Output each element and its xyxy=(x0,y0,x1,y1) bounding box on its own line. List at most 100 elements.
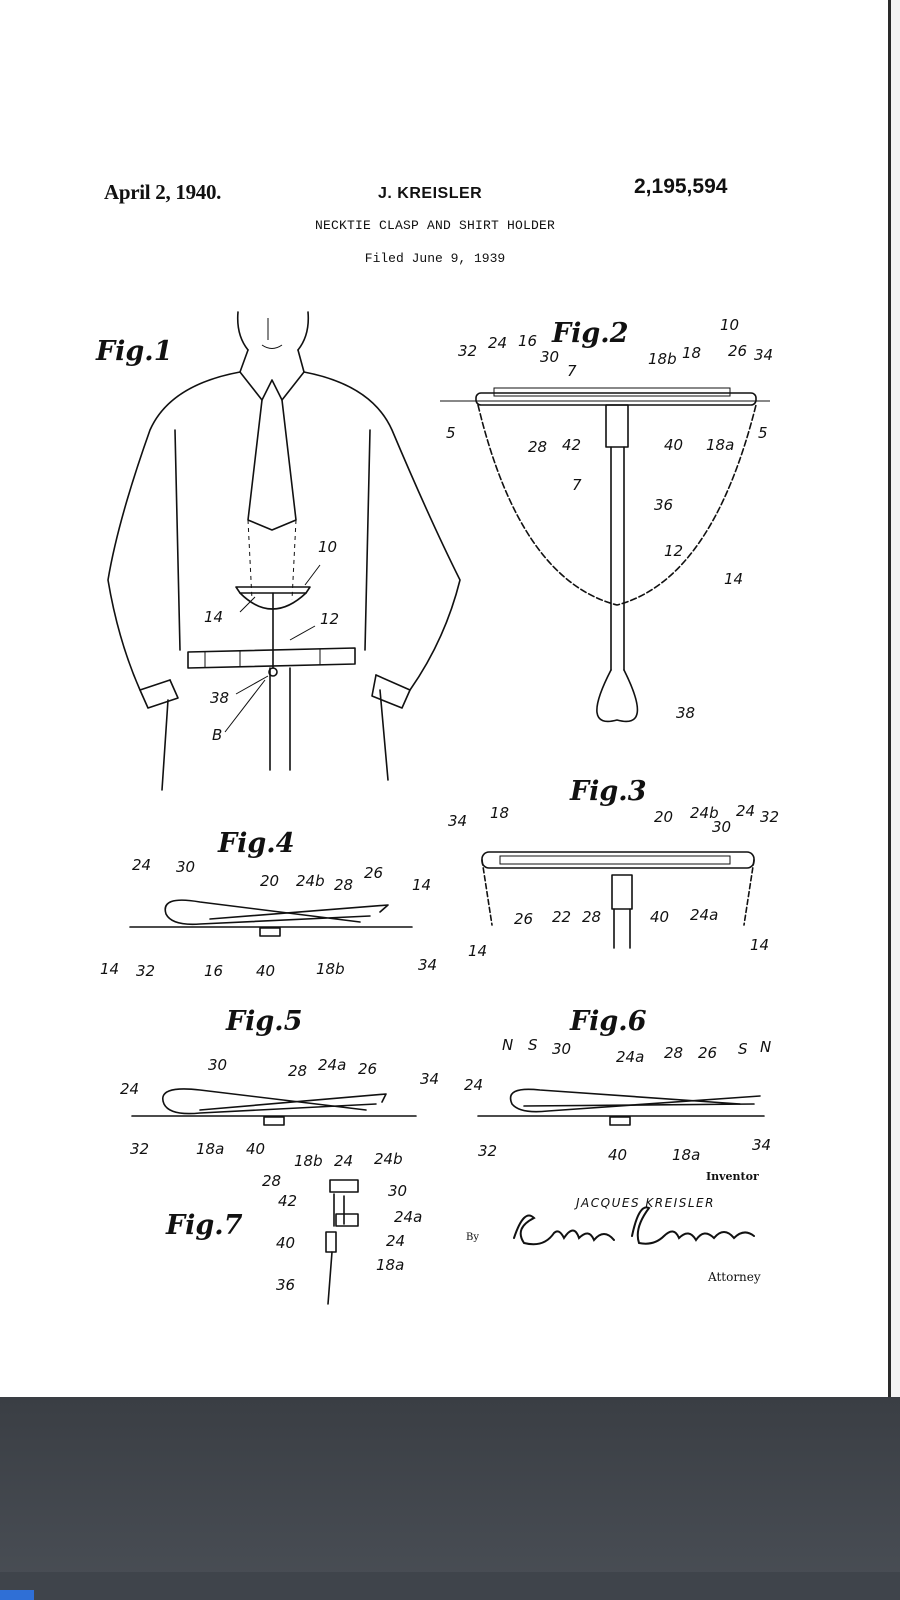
clasp-spring xyxy=(493,387,731,397)
fig6-ref: S xyxy=(528,1036,538,1054)
fig1-ref: 12 xyxy=(320,610,339,628)
fig5-ref: 32 xyxy=(130,1140,149,1158)
fig6-ref: 24a xyxy=(616,1048,644,1066)
patent-title: NECKTIE CLASP AND SHIRT HOLDER xyxy=(314,218,556,233)
clasp-loop xyxy=(268,667,278,677)
fig7-ref: 40 xyxy=(276,1234,295,1252)
fig2-ref: 38 xyxy=(676,704,695,722)
clasp-top xyxy=(329,1179,359,1193)
figure-3: Fig.3 34 18 20 24b 24 32 30 26 22 28 40 … xyxy=(448,776,779,960)
fig3-ref: 24a xyxy=(690,906,718,924)
left-cuff xyxy=(139,679,179,709)
spring-clip xyxy=(509,1088,761,1113)
fig2-ref: 28 xyxy=(528,438,547,456)
spring-clip xyxy=(164,899,371,926)
fig3-ref: 30 xyxy=(712,818,731,836)
fig7-label: Fig.7 xyxy=(165,1210,243,1241)
fig1-ref: 38 xyxy=(210,689,229,707)
fig3-ref: 14 xyxy=(468,942,487,960)
fig2-ref: 24 xyxy=(488,334,507,352)
fig7-ref: 18b xyxy=(294,1152,323,1170)
fig7-ref: 24b xyxy=(374,1150,403,1168)
fig1-ref: 14 xyxy=(204,608,223,626)
fig2-ref: 18b xyxy=(648,350,677,368)
fig2-ref: 40 xyxy=(664,436,683,454)
fig2-ref: 16 xyxy=(518,332,537,350)
fig6-ref: S xyxy=(738,1040,748,1058)
clasp-bar xyxy=(475,392,757,406)
fig4-ref: 24b xyxy=(296,872,325,890)
clasp-block xyxy=(259,927,281,937)
page-edge xyxy=(888,0,891,1397)
fig6-ref: 26 xyxy=(698,1044,717,1062)
fig3-ref: 14 xyxy=(750,936,769,954)
face-features xyxy=(261,318,283,349)
patent-drawing: Fig.1 10 14 12 38 B Fig.2 xyxy=(95,311,779,1305)
trousers xyxy=(161,667,389,791)
fig5-ref: 26 xyxy=(358,1060,377,1078)
fig3-ref: 34 xyxy=(448,812,467,830)
fig4-ref: 20 xyxy=(260,872,279,890)
fig7-ref: 36 xyxy=(276,1276,295,1294)
clasp-block xyxy=(605,404,629,448)
shirt-collar xyxy=(239,349,305,401)
fig6-ref: N xyxy=(502,1036,513,1054)
fig3-ref: 24 xyxy=(736,802,755,820)
belt xyxy=(187,647,356,669)
fig4-ref: 30 xyxy=(176,858,195,876)
fig7-ref: 24 xyxy=(334,1152,353,1170)
fig4-ref: 32 xyxy=(136,962,155,980)
fig2-ref: 18a xyxy=(706,436,734,454)
fig2-ref: 14 xyxy=(724,570,743,588)
fig2-ref: 18 xyxy=(682,344,701,362)
attorney-signature xyxy=(513,1206,755,1246)
page-edge-shadow xyxy=(891,0,900,1397)
fig5-ref: 40 xyxy=(246,1140,265,1158)
chain xyxy=(481,859,755,926)
fig6-ref: 18a xyxy=(672,1146,700,1164)
figure-5: Fig.5 30 28 24a 26 34 24 32 18a 40 xyxy=(120,1006,439,1158)
fig2-ref: 30 xyxy=(540,348,559,366)
fig4-ref: 26 xyxy=(364,864,383,882)
viewer-bottom-panel xyxy=(0,1397,900,1600)
fig6-ref: 40 xyxy=(608,1146,627,1164)
fig2-label: Fig.2 xyxy=(551,318,629,349)
fig2-ref: 34 xyxy=(754,346,773,364)
clasp-strap xyxy=(613,908,631,949)
fig7-ref: 24 xyxy=(386,1232,405,1250)
fig1-label: Fig.1 xyxy=(95,336,173,367)
spring-arm xyxy=(199,1093,387,1111)
necktie xyxy=(247,399,297,531)
clasp-bar xyxy=(235,586,311,594)
clasp-strap xyxy=(327,1251,333,1305)
left-arm xyxy=(107,371,241,691)
fig7-ref: 42 xyxy=(278,1192,297,1210)
chain xyxy=(477,404,757,606)
inventor-caption: Inventor xyxy=(706,1170,759,1183)
fig2-ref: 5 xyxy=(446,424,456,442)
clasp-body xyxy=(333,1193,345,1227)
fig5-ref: 24a xyxy=(318,1056,346,1074)
taskbar xyxy=(0,1572,900,1600)
figure-1: Fig.1 10 14 12 38 B xyxy=(95,311,461,791)
figure-2: Fig.2 32 24 16 30 7 18b 18 10 26 34 5 28… xyxy=(440,316,773,723)
fig2-ref: 36 xyxy=(654,496,673,514)
fig2-ref: 10 xyxy=(720,316,739,334)
fig2-ref: 12 xyxy=(664,542,683,560)
right-arm xyxy=(303,371,461,691)
fig3-ref: 40 xyxy=(650,908,669,926)
attorney-caption: Attorney xyxy=(708,1270,761,1284)
fig3-ref: 28 xyxy=(582,908,601,926)
clasp-block xyxy=(263,1116,285,1126)
clasp-spring xyxy=(499,855,731,865)
patent-number: 2,195,594 xyxy=(634,175,728,198)
fig4-ref: 40 xyxy=(256,962,275,980)
fig7-ref: 24a xyxy=(394,1208,422,1226)
fig3-label: Fig.3 xyxy=(569,776,647,807)
figure-4: Fig.4 24 30 20 24b 28 26 14 14 32 16 40 … xyxy=(100,828,437,980)
start-button[interactable] xyxy=(0,1590,34,1600)
fig3-ref: 22 xyxy=(552,908,571,926)
fig4-ref: 16 xyxy=(204,962,223,980)
patent-date: April 2, 1940. xyxy=(104,180,222,204)
fig3-ref: 18 xyxy=(490,804,509,822)
